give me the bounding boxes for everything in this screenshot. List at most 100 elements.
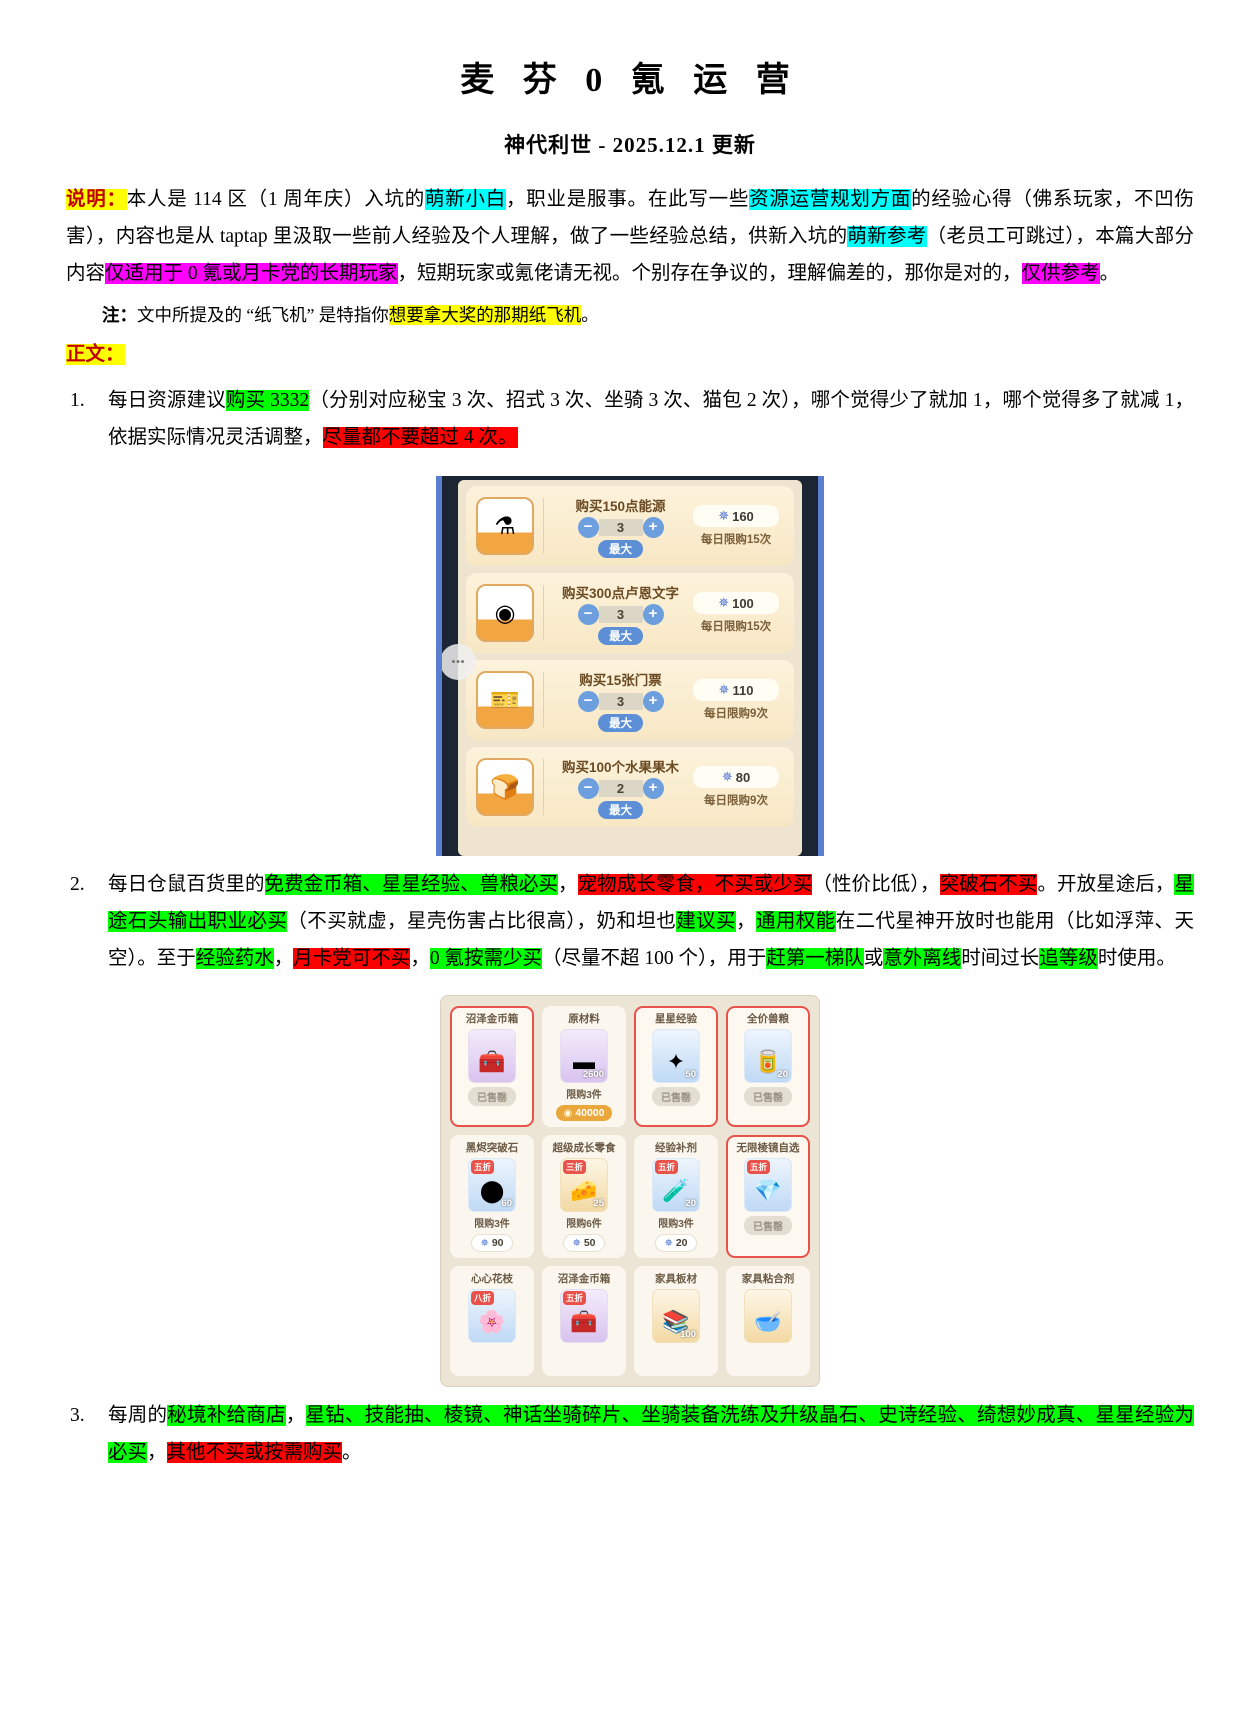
shop-card[interactable]: 家具粘合剂 🥣 (726, 1266, 810, 1376)
purchase-controls: 购买15张门票 − 3 + 最大 (553, 669, 688, 732)
list-item: 1. 每日资源建议购买 3332（分别对应秘宝 3 次、招式 3 次、坐骑 3 … (66, 382, 1194, 456)
purchase-title: 购买15张门票 (579, 672, 662, 688)
list-item-3-number: 3. (70, 1405, 85, 1426)
shop-card[interactable]: 经验补剂 五折🧪20 限购3件 ✵20 (634, 1135, 718, 1258)
price-pill[interactable]: ✵110 (693, 679, 779, 701)
item2-text-13: 时使用。 (1097, 948, 1176, 969)
star-exp-icon: ✦50 (652, 1029, 700, 1083)
shop-card[interactable]: 沼泽金币箱 五折🧰 (542, 1266, 626, 1376)
quantity-badge: 100 (680, 1329, 696, 1340)
item3-text-1: 每周的 (108, 1405, 168, 1426)
list-item: 2. 每日仓鼠百货里的免费金币箱、星星经验、兽粮必买，宠物成长零食，不买或少买（… (66, 866, 1194, 977)
breakthrough-stone-icon: 五折⬤60 (468, 1158, 516, 1212)
intro-label: 说明： (66, 189, 127, 210)
purchase-title: 购买300点卢恩文字 (561, 585, 680, 601)
item1-highlight-2: 尽量都不要超过 4 次。 (322, 427, 518, 448)
price-value: 80 (735, 769, 751, 785)
max-button[interactable]: 最大 (598, 626, 643, 645)
purchase-row[interactable]: 🍞 购买100个水果果木 − 2 + 最大 ✵80 每日限购9次 (466, 747, 794, 827)
purchase-controls: 购买300点卢恩文字 − 3 + 最大 (553, 582, 688, 645)
daily-purchase-list: ⚗ 购买150点能源 − 3 + 最大 ✵160 每日限购15次 ◉ (458, 480, 802, 856)
decrement-button[interactable]: − (577, 516, 599, 538)
item-glyph: ✦ (666, 1049, 686, 1074)
decrement-button[interactable]: − (577, 777, 599, 799)
purchase-price-block: ✵110 每日限购9次 (688, 679, 784, 721)
quantity-stepper[interactable]: − 2 + (577, 777, 664, 799)
max-button[interactable]: 最大 (598, 713, 643, 732)
shop-card[interactable]: 超级成长零食 三折🧀25 限购6件 ✵50 (542, 1135, 626, 1258)
item2-text-4: 。开放星途后， (1037, 874, 1175, 895)
price-pill[interactable]: ✵80 (693, 766, 779, 788)
quantity-value: 3 (598, 605, 643, 623)
price-tag[interactable]: ◉40000 (555, 1105, 613, 1121)
max-button[interactable]: 最大 (598, 800, 643, 819)
price-tag[interactable]: ✵20 (655, 1234, 697, 1252)
shop-card[interactable]: 心心花枝 八折🌸 (450, 1266, 534, 1376)
increment-button[interactable]: + (642, 777, 664, 799)
shop-item-name: 原材料 (568, 1013, 600, 1025)
page-subtitle: 神代利世 - 2025.12.1 更新 (504, 133, 756, 157)
price-pill[interactable]: ✵100 (693, 592, 779, 614)
gold-coin-icon: ◉ (563, 1107, 573, 1119)
intro-text-1: 本人是 114 区（1 周年庆）入坑的 (126, 189, 425, 210)
shop-card[interactable]: 黑烬突破石 五折⬤60 限购3件 ✵90 (450, 1135, 534, 1258)
shop-card[interactable]: 星星经验 ✦50 已售罄 (634, 1006, 718, 1127)
intro-highlight-4: 仅适用于 0 氪或月卡党的长期玩家 (105, 263, 398, 284)
quantity-stepper[interactable]: − 3 + (577, 603, 664, 625)
price-value: 100 (732, 595, 754, 611)
shop-card[interactable]: 全价兽粮 🥫20 已售罄 (726, 1006, 810, 1127)
pet-food-icon: 🥫20 (744, 1029, 792, 1083)
purchase-row[interactable]: ◉ 购买300点卢恩文字 − 3 + 最大 ✵100 每日限购15次 (466, 573, 794, 653)
purchase-limit-label: 限购3件 (474, 1219, 510, 1230)
max-button[interactable]: 最大 (598, 539, 643, 558)
energy-glyph: ⚗ (494, 513, 516, 540)
purchase-row[interactable]: 🎫 购买15张门票 − 3 + 最大 ✵110 每日限购9次 (466, 660, 794, 740)
quantity-value: 3 (598, 518, 643, 536)
quantity-stepper[interactable]: − 3 + (577, 516, 664, 538)
daily-purchase-screenshot: ••• ⚗ 购买150点能源 − 3 + 最大 ✵160 每日限购15次 (436, 476, 824, 856)
shop-grid: 沼泽金币箱 🧰 已售罄 原材料 ▬2600 限购3件 ◉40000 星星经验 ✦… (450, 1006, 810, 1376)
item2-highlight-6: 通用权能 (755, 911, 836, 932)
quantity-badge: 60 (501, 1198, 512, 1209)
decrement-button[interactable]: − (577, 603, 599, 625)
list-item-2-number: 2. (70, 874, 85, 895)
price-pill[interactable]: ✵160 (693, 505, 779, 527)
shop-item-name: 经验补剂 (655, 1142, 697, 1154)
quantity-badge: 2600 (582, 1069, 604, 1080)
purchase-limit-label: 限购3件 (658, 1219, 694, 1230)
item2-text-1: 每日仓鼠百货里的 (108, 874, 265, 895)
purchase-limit-label: 限购6件 (566, 1219, 602, 1230)
star-currency-icon: ✵ (718, 508, 730, 523)
intro-highlight-1: 萌新小白 (425, 189, 507, 210)
shop-card[interactable]: 原材料 ▬2600 限购3件 ◉40000 (542, 1006, 626, 1127)
purchase-title: 购买100个水果果木 (561, 759, 680, 775)
increment-button[interactable]: + (642, 603, 664, 625)
purchase-row[interactable]: ⚗ 购买150点能源 − 3 + 最大 ✵160 每日限购15次 (466, 486, 794, 566)
intro-paragraph: 说明：本人是 114 区（1 周年庆）入坑的萌新小白，职业是服事。在此写一些资源… (66, 181, 1194, 292)
daily-limit-text: 每日限购15次 (700, 621, 772, 633)
shop-card[interactable]: 沼泽金币箱 🧰 已售罄 (450, 1006, 534, 1127)
shop-card[interactable]: 家具板材 📚100 (634, 1266, 718, 1376)
rune-item-icon: ◉ (476, 584, 534, 642)
shop-item-name: 超级成长零食 (552, 1142, 616, 1154)
price-tag[interactable]: ✵90 (471, 1234, 513, 1252)
sold-out-badge: 已售罄 (652, 1087, 700, 1106)
quantity-stepper[interactable]: − 3 + (577, 690, 664, 712)
decrement-button[interactable]: − (577, 690, 599, 712)
growth-snack-icon: 三折🧀25 (560, 1158, 608, 1212)
heart-flower-icon: 八折🌸 (468, 1289, 516, 1343)
item2-highlight-8: 月卡党可不买 (293, 948, 411, 969)
coin-chest-icon: 🧰 (468, 1029, 516, 1083)
increment-button[interactable]: + (642, 516, 664, 538)
price-value: 20 (675, 1237, 688, 1249)
item2-text-5: （不买就虚，星壳伤害占比很高），奶和坦也 (287, 911, 677, 932)
ticket-item-icon: 🎫 (476, 671, 534, 729)
price-tag[interactable]: ✵50 (563, 1234, 605, 1252)
discount-tag: 五折 (655, 1160, 679, 1174)
item3-text-4: 。 (342, 1442, 362, 1463)
star-currency-icon: ✵ (718, 682, 730, 697)
increment-button[interactable]: + (642, 690, 664, 712)
item2-highlight-10: 赶第一梯队 (766, 948, 864, 969)
shop-card[interactable]: 无限棱镜自选 五折💎 已售罄 (726, 1135, 810, 1258)
quantity-badge: 20 (685, 1198, 696, 1209)
